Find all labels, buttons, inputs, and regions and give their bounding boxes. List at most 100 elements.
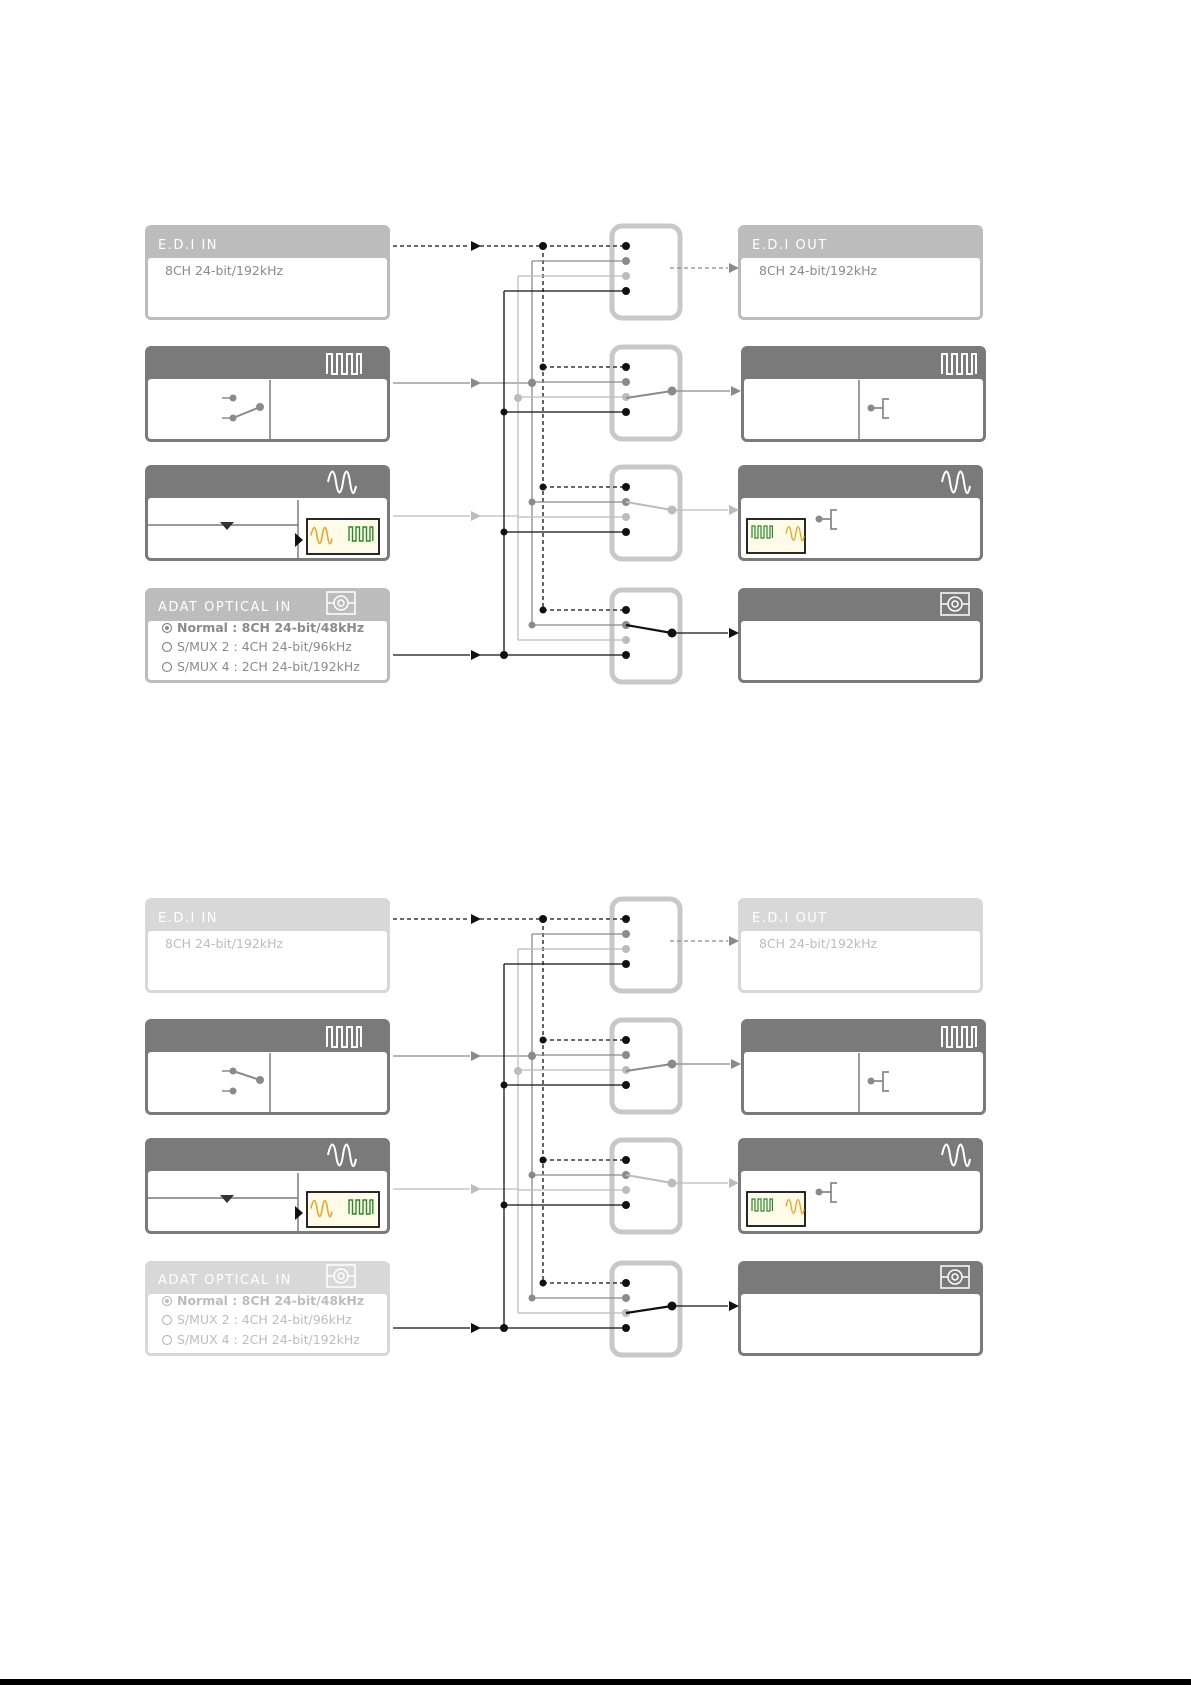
switch-icon [232, 1070, 261, 1081]
arrowhead [729, 936, 739, 946]
edi-out-module-body [741, 258, 980, 317]
junction-dot [622, 1081, 630, 1089]
arrowhead [729, 628, 739, 638]
edi-in-module: E.D.I IN 8CH 24-bit/192kHz [145, 898, 390, 993]
sine-wave-output-module [738, 465, 983, 561]
selector-box-2 [609, 1017, 683, 1115]
radio-button [161, 1295, 173, 1307]
junction-dot [622, 915, 630, 923]
switch-icon [232, 406, 261, 419]
edi-out-spec: 8CH 24-bit/192kHz [759, 263, 877, 278]
junction-dot [539, 483, 547, 491]
edi-out-module: E.D.I OUT 8CH 24-bit/192kHz [738, 898, 983, 993]
junction-dot [622, 513, 630, 521]
junction-dot [500, 1324, 508, 1332]
junction-dot [622, 1186, 630, 1194]
adat-optical-out-module-body [741, 1294, 980, 1353]
junction-dot [539, 606, 547, 614]
selector-switch [625, 1063, 673, 1072]
radio-button [161, 661, 173, 673]
selector-box-2 [609, 344, 683, 442]
arrowhead [729, 1178, 739, 1188]
adat-optical-out-module [738, 1261, 983, 1356]
junction-dot [622, 1294, 630, 1302]
arrowhead [731, 1059, 741, 1069]
junction-dot [500, 651, 508, 659]
adat-optical-out-module-body [741, 621, 980, 680]
junction-dot [514, 1067, 522, 1075]
edi-out-title: E.D.I OUT [752, 238, 828, 253]
arrowhead [731, 386, 741, 396]
adat-in-title: ADAT OPTICAL IN [158, 1273, 292, 1288]
junction-dot [500, 1201, 508, 1209]
adat-mode-option: S/MUX 2 : 4CH 24-bit/96kHz [177, 1312, 352, 1327]
wave-display [746, 518, 806, 554]
square-wave-input-module-body [148, 1052, 387, 1112]
adat-mode-option: S/MUX 2 : 4CH 24-bit/96kHz [177, 639, 352, 654]
adat-in-title: ADAT OPTICAL IN [158, 600, 292, 615]
junction-dot [528, 1171, 536, 1179]
junction-dot [622, 1156, 630, 1164]
selector-switch [625, 1304, 673, 1315]
output-jack-icon [871, 398, 889, 419]
output-jack-icon [819, 1182, 837, 1203]
arrowhead [471, 650, 481, 660]
arrowhead [729, 505, 739, 515]
square-wave-input-module-body [148, 379, 387, 439]
arrowhead [471, 914, 481, 924]
selector-box-3 [609, 1137, 683, 1235]
junction-dot [528, 1294, 536, 1302]
arrowhead [471, 1051, 481, 1061]
pointer-triangle-icon [295, 1206, 303, 1220]
sine-wave-input-module [145, 465, 390, 561]
junction-dot [622, 363, 630, 371]
arrowhead [471, 1184, 481, 1194]
junction-dot [539, 1279, 547, 1287]
radio-dot [165, 626, 169, 630]
dropdown-triangle-icon [220, 1195, 234, 1203]
junction-dot [622, 257, 630, 265]
selector-switch [625, 1174, 673, 1184]
junction-dot [539, 1156, 547, 1164]
junction-dot [539, 363, 547, 371]
adat-mode-option: S/MUX 4 : 2CH 24-bit/192kHz [177, 1332, 360, 1347]
square-wave-output-module [741, 346, 986, 442]
edi-in-module: E.D.I IN 8CH 24-bit/192kHz [145, 225, 390, 320]
adat-mode-option: Normal : 8CH 24-bit/48kHz [177, 1293, 364, 1308]
edi-in-title: E.D.I IN [158, 911, 218, 926]
wave-display [746, 1191, 806, 1227]
adat-optical-in-module-body [148, 1294, 387, 1353]
junction-dot [622, 287, 630, 295]
junction-dot [500, 1081, 508, 1089]
junction-dot [622, 636, 630, 644]
junction-dot [622, 528, 630, 536]
radio-button [161, 1334, 173, 1346]
junction-dot [622, 930, 630, 938]
junction-dot [622, 606, 630, 614]
square-wave-input-module [145, 1019, 390, 1115]
edi-in-spec: 8CH 24-bit/192kHz [165, 263, 283, 278]
edi-out-title: E.D.I OUT [752, 911, 828, 926]
edi-in-module-body [148, 931, 387, 990]
edi-out-spec: 8CH 24-bit/192kHz [759, 936, 877, 951]
edi-in-spec: 8CH 24-bit/192kHz [165, 936, 283, 951]
junction-dot [622, 651, 630, 659]
selector-box-3 [609, 464, 683, 562]
junction-dot [528, 498, 536, 506]
edi-in-module-body [148, 258, 387, 317]
selector-switch [625, 390, 673, 399]
junction-dot [622, 945, 630, 953]
output-jack-icon [819, 509, 837, 530]
edi-out-module-body [741, 931, 980, 990]
sine-wave-output-module [738, 1138, 983, 1234]
junction-dot [622, 960, 630, 968]
pointer-triangle-icon [295, 533, 303, 547]
selector-switch [625, 501, 673, 511]
edi-in-title: E.D.I IN [158, 238, 218, 253]
square-wave-output-module-body [744, 1052, 983, 1112]
radio-button [161, 622, 173, 634]
arrowhead [729, 263, 739, 273]
